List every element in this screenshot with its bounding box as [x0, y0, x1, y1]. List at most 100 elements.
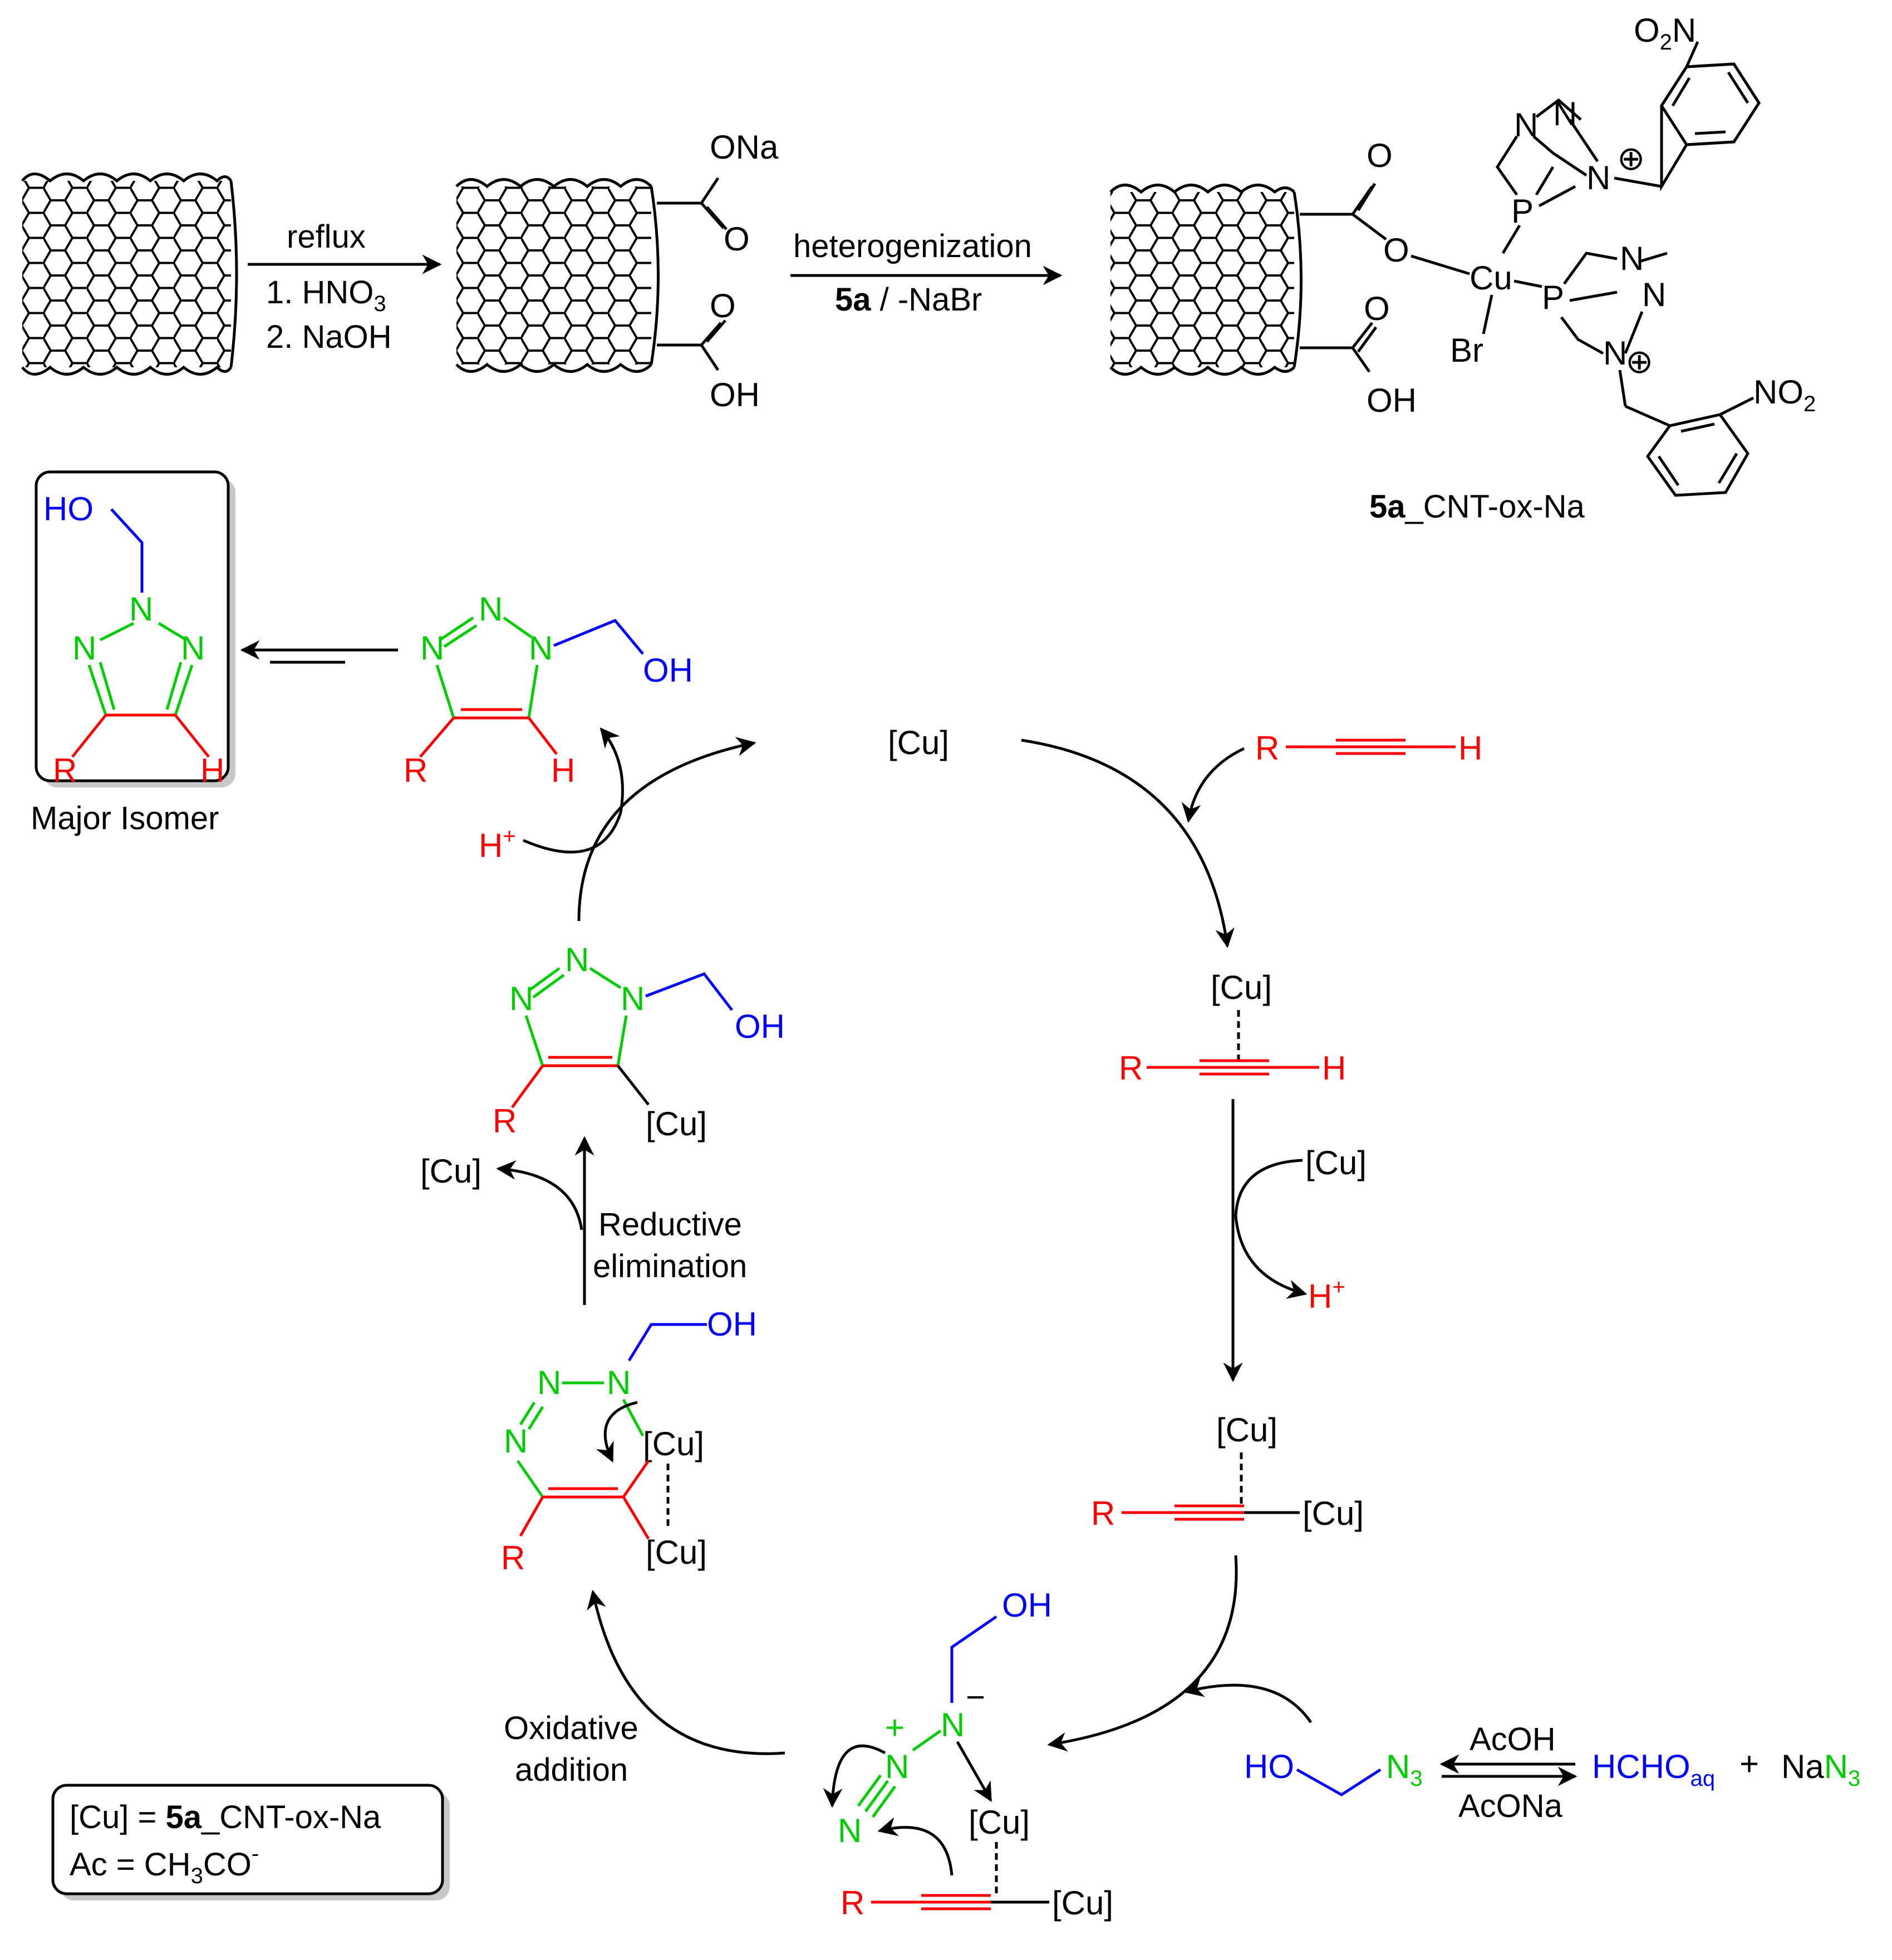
svg-text:−: −: [966, 1678, 985, 1716]
svg-text:OH: OH: [1002, 1587, 1052, 1624]
hplus-released: H+: [1308, 1275, 1345, 1315]
legend-cu-definition: [Cu] = 5a_CNT-ox-Na: [70, 1799, 381, 1835]
svg-text:R: R: [501, 1539, 525, 1577]
cycle-arrow-top-right: [1021, 738, 1235, 948]
svg-text:H: H: [551, 752, 575, 789]
nan3-label: NaN3: [1781, 1748, 1860, 1791]
reductive-elimination-line2: elimination: [593, 1248, 747, 1284]
svg-text:N: N: [129, 590, 153, 628]
svg-text:N: N: [1620, 240, 1644, 277]
svg-text:N: N: [621, 980, 645, 1017]
svg-text:R: R: [53, 752, 77, 789]
step1-reflux: reflux: [287, 219, 366, 255]
cu-top: [Cu]: [888, 724, 949, 761]
svg-text:OH: OH: [735, 1008, 785, 1045]
svg-text:H: H: [1458, 730, 1482, 767]
svg-text:P: P: [1511, 193, 1534, 230]
svg-text:O2N: O2N: [1634, 12, 1696, 55]
nanotube-oxidized: [455, 178, 660, 373]
svg-text:O: O: [1364, 290, 1390, 327]
oxidative-addition-line2: addition: [515, 1752, 628, 1788]
hcho-label: HCHOaq: [1592, 1748, 1715, 1791]
isomer-structure: HO N N N R H: [43, 490, 224, 789]
svg-text:[Cu]: [Cu]: [1216, 1411, 1277, 1449]
oxidative-addition-line1: Oxidative: [504, 1710, 638, 1746]
svg-text:OH: OH: [1367, 382, 1417, 419]
step2-heterogenization: heterogenization: [793, 228, 1032, 264]
metallacycle: OH N N N [Cu] R [Cu]: [501, 1306, 757, 1577]
nanotube-catalyst: [1109, 184, 1303, 376]
step1-naoh: 2. NaOH: [266, 319, 392, 355]
svg-text:O: O: [1367, 137, 1393, 174]
svg-text:N: N: [1586, 159, 1610, 196]
svg-text:R: R: [1255, 730, 1279, 767]
svg-text:Cu: Cu: [1470, 259, 1512, 297]
svg-text:[Cu]: [Cu]: [646, 1105, 707, 1142]
azide-entry-arrow: [1183, 1678, 1313, 1723]
copper-triazolide: N N N R [Cu] OH: [493, 941, 785, 1142]
cu-deprotonation: [Cu]: [1305, 1144, 1367, 1181]
oxidative-addition-arrow: [587, 1589, 785, 1755]
svg-text:R: R: [493, 1102, 517, 1140]
svg-text:O: O: [710, 287, 736, 324]
acona-label: AcONa: [1458, 1788, 1563, 1824]
cu-release-arrow: [496, 1160, 583, 1230]
svg-text:P: P: [1542, 279, 1564, 316]
svg-text:[Cu]: [Cu]: [646, 1534, 707, 1571]
svg-text:[Cu]: [Cu]: [969, 1804, 1030, 1841]
reductive-elimination-line1: Reductive: [598, 1206, 742, 1243]
svg-text:N3: N3: [1386, 1748, 1423, 1791]
product-triazole: N N N R H OH: [404, 590, 693, 789]
protonation-arrow: [523, 727, 624, 854]
acoh-label: AcOH: [1470, 1721, 1556, 1757]
svg-text:N: N: [479, 590, 503, 628]
svg-text:[Cu]: [Cu]: [1303, 1495, 1364, 1532]
svg-text:[Cu]: [Cu]: [1211, 969, 1272, 1006]
svg-text:N: N: [1603, 334, 1627, 372]
svg-text:N: N: [509, 980, 533, 1017]
svg-text:[Cu]: [Cu]: [1052, 1884, 1113, 1922]
pi-complex: [Cu] R H: [1119, 969, 1346, 1087]
cycle-arrow-top-left: [577, 737, 756, 922]
svg-text:H: H: [200, 752, 224, 789]
svg-text:R: R: [1119, 1050, 1143, 1087]
svg-text:⊕: ⊕: [1617, 140, 1645, 177]
svg-text:[Cu]: [Cu]: [643, 1425, 704, 1462]
svg-text:N: N: [885, 1748, 909, 1785]
legend-ac-definition: Ac = CH3CO-: [70, 1841, 259, 1888]
azidomethanol: HO N3: [1244, 1748, 1423, 1796]
svg-text:ONa: ONa: [710, 129, 779, 166]
svg-text:Br: Br: [1450, 332, 1483, 369]
svg-text:O: O: [1383, 232, 1409, 269]
svg-text:N: N: [1553, 95, 1577, 132]
svg-text:N: N: [537, 1364, 561, 1401]
svg-text:O: O: [724, 220, 750, 258]
svg-text:N: N: [607, 1364, 631, 1401]
svg-text:N: N: [838, 1812, 862, 1849]
terminal-alkyne: R H: [1255, 730, 1482, 767]
svg-text:+: +: [885, 1709, 905, 1746]
svg-text:OH: OH: [710, 376, 760, 413]
svg-text:H: H: [1322, 1050, 1346, 1087]
svg-text:OH: OH: [643, 652, 693, 689]
step1-hno3: 1. HNO3: [266, 274, 386, 316]
svg-text:R: R: [841, 1884, 864, 1922]
cycle-arrow-bottom-right: [1047, 1555, 1238, 1752]
svg-text:NO2: NO2: [1753, 373, 1816, 416]
step2-reagent: 5a / -NaBr: [835, 282, 982, 318]
svg-text:N: N: [941, 1706, 965, 1744]
oxidized-carboxylates: ONa O O OH: [657, 129, 779, 413]
svg-text:N: N: [181, 629, 205, 667]
svg-text:OH: OH: [707, 1306, 757, 1343]
deprotonation-curve: [1234, 1159, 1308, 1299]
svg-text:N: N: [420, 629, 444, 667]
svg-text:N: N: [565, 941, 589, 978]
svg-text:N: N: [1642, 276, 1666, 313]
nanotube-pristine: [21, 173, 238, 376]
hplus-product: H+: [479, 824, 516, 864]
legend-box: [51, 1784, 444, 1895]
svg-text:N: N: [72, 629, 96, 667]
svg-text:HO: HO: [1244, 1748, 1294, 1785]
svg-text:⊕: ⊕: [1625, 343, 1653, 380]
